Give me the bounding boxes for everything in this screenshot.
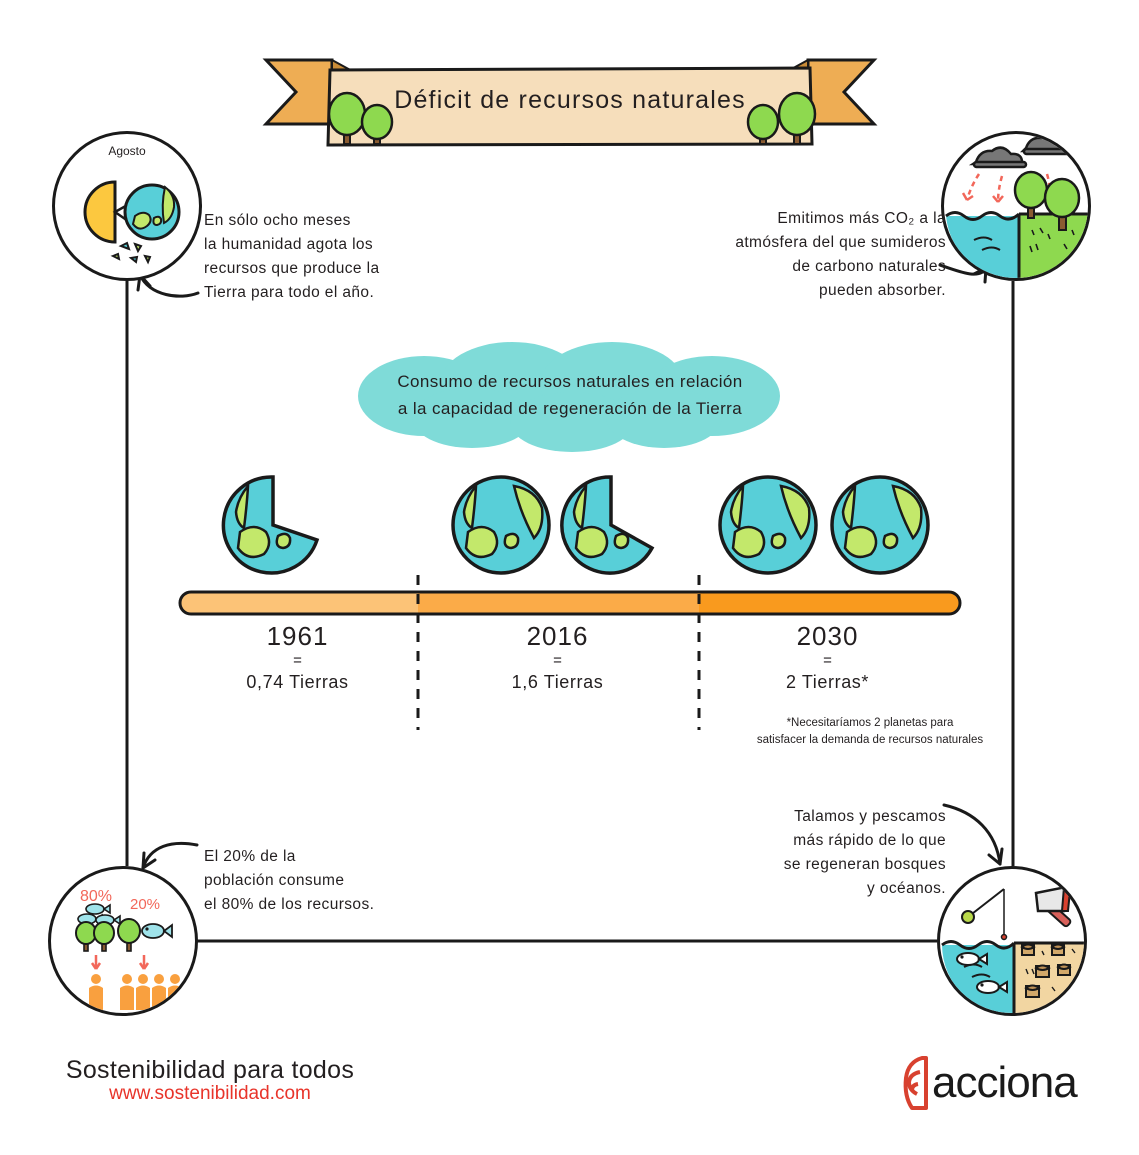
label-80-percent: 80% bbox=[80, 888, 112, 905]
globes-1961 bbox=[218, 470, 328, 580]
crumbs-icon bbox=[110, 241, 152, 265]
year-label: 2030 bbox=[796, 621, 859, 651]
timeline-entry-1961: 1961 = 0,74 Tierras bbox=[210, 622, 385, 695]
brand-url[interactable]: www.sostenibilidad.com bbox=[109, 1083, 311, 1104]
pacman-shape bbox=[83, 180, 117, 244]
timeline-bar bbox=[178, 590, 962, 616]
globes-2016 bbox=[448, 470, 668, 580]
ribbon-tail-left bbox=[262, 58, 334, 126]
acciona-mark-icon bbox=[903, 1056, 928, 1110]
cloud-headline: Consumo de recursos naturales en relació… bbox=[352, 340, 788, 452]
water-area bbox=[946, 216, 1019, 278]
axe-icon bbox=[1034, 885, 1072, 928]
tree-icon bbox=[746, 91, 817, 145]
footer-brand: Sostenibilidad para todos www.sostenibil… bbox=[60, 1056, 360, 1105]
acciona-logo: acciona bbox=[890, 1052, 1078, 1112]
equals-label: = bbox=[553, 651, 562, 669]
timeline-entry-2016: 2016 = 1,6 Tierras bbox=[470, 622, 645, 695]
person-icon bbox=[89, 974, 103, 1010]
tree-icon bbox=[75, 921, 115, 952]
callout-text-bottom-right: Talamos y pescamos más rápido de lo que … bbox=[783, 808, 946, 898]
earths-value: 2 Tierras* bbox=[785, 672, 870, 693]
fish-icon bbox=[956, 952, 1008, 994]
title-banner: Déficit de recursos naturales bbox=[256, 52, 884, 152]
tree-icon bbox=[117, 918, 141, 952]
cloud-icon bbox=[968, 134, 1074, 169]
acciona-wordmark: acciona bbox=[932, 1058, 1078, 1107]
equals-label: = bbox=[823, 651, 832, 669]
chart-footnote: *Necesitaríamos 2 planetas para satisfac… bbox=[756, 717, 984, 746]
timeline-dividers bbox=[416, 575, 701, 730]
circle-population-consumption: 80% 20% bbox=[48, 866, 198, 1016]
earths-value: 0,74 Tierras bbox=[246, 672, 349, 693]
year-label: 1961 bbox=[266, 621, 329, 651]
cloud-shape bbox=[358, 342, 780, 452]
callout-text-top-right: Emitimos más CO₂ a la atmósfera del que … bbox=[735, 210, 946, 300]
circle-agosto-earth-overshoot: Agosto bbox=[52, 131, 202, 281]
year-label: 2016 bbox=[526, 621, 589, 651]
callout-text-bottom-left: El 20% de la población consume el 80% de… bbox=[204, 848, 375, 914]
land-area bbox=[1019, 214, 1088, 278]
bar-segment-1961 bbox=[180, 592, 418, 614]
fish-icon bbox=[141, 923, 173, 939]
callout-text-top-left: En sólo ocho meses la humanidad agota lo… bbox=[204, 212, 380, 302]
globe-icon-full bbox=[830, 475, 930, 575]
page-title: Déficit de recursos naturales bbox=[394, 86, 746, 114]
bar-segment-2016 bbox=[418, 592, 699, 614]
globes-2030 bbox=[715, 470, 940, 580]
cloud-headline-text: Consumo de recursos naturales en relació… bbox=[397, 372, 743, 419]
globe-icon-full bbox=[718, 475, 818, 575]
globe-icon-full bbox=[451, 475, 551, 575]
earths-value: 1,6 Tierras bbox=[511, 672, 604, 693]
label-20-percent: 20% bbox=[130, 896, 160, 913]
resource-timeline-chart: 1961 = 0,74 Tierras 2016 = 1,6 Tierras 2… bbox=[170, 470, 983, 770]
equals-label: = bbox=[293, 651, 302, 669]
bar-segment-2030 bbox=[699, 592, 960, 614]
tree-stump-icon bbox=[1020, 943, 1072, 998]
tree-icon bbox=[1013, 170, 1081, 231]
circle-fishing-logging bbox=[937, 866, 1087, 1016]
agosto-label: Agosto bbox=[108, 144, 146, 158]
globe-icon-partial bbox=[560, 475, 655, 575]
timeline-entry-2030: 2030 = 2 Tierras* bbox=[740, 622, 915, 695]
globe-icon bbox=[123, 183, 181, 241]
tree-icon bbox=[327, 91, 394, 145]
fishing-rod-icon bbox=[961, 888, 1008, 941]
circle-co2-emissions bbox=[941, 131, 1091, 281]
person-group-icon bbox=[120, 974, 182, 1010]
brand-name: Sostenibilidad para todos bbox=[65, 1056, 355, 1084]
ribbon-tail-right bbox=[806, 58, 878, 126]
globe-icon-partial bbox=[221, 475, 320, 575]
